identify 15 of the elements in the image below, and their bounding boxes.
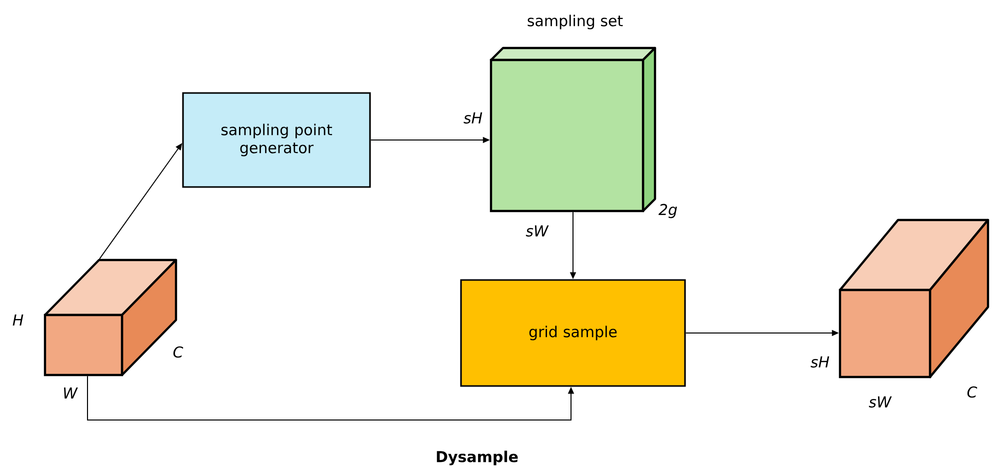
dimension-label: sH <box>464 112 482 124</box>
dimension-label: sH <box>810 356 830 368</box>
dimension-label: C <box>967 386 978 398</box>
dimension-label: sW <box>526 225 549 237</box>
cuboid-drawing <box>838 218 990 378</box>
dimension-label: 2g <box>658 204 677 218</box>
dimension-label: sW <box>868 396 892 408</box>
process-box: sampling point generator <box>182 92 371 188</box>
dimension-label: H <box>12 314 24 326</box>
dimension-label: W <box>64 388 78 398</box>
caption: Dysample <box>436 450 518 466</box>
dimension-label: C <box>173 346 184 358</box>
process-box: grid sample <box>460 279 686 387</box>
heading: sampling set <box>528 14 623 30</box>
cuboid-drawing <box>490 46 656 212</box>
